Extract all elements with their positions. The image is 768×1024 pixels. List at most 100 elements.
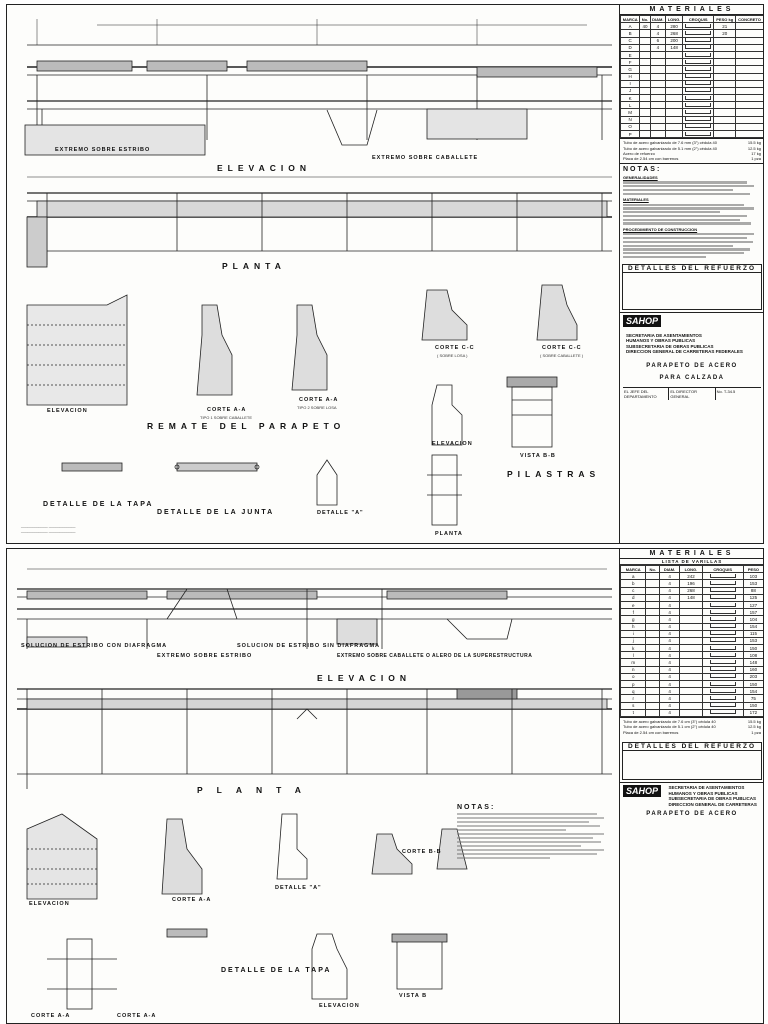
varillas-cell: 154 xyxy=(742,622,763,631)
varillas-cell: o xyxy=(619,672,647,682)
varillas-cell: 268 xyxy=(679,586,703,595)
materiales-cell xyxy=(734,36,763,45)
varillas-summary-line: Tubo de acero galvanizado de 7.6 cm (3")… xyxy=(623,718,761,724)
varillas-cell: 4 xyxy=(658,708,681,717)
sheet2-drawing-area: SOLUCION DE ESTRIBO CON DIAFRAGMA EXTREM… xyxy=(7,549,617,1023)
varillas-cell: 150 xyxy=(742,701,763,710)
materiales-cell xyxy=(713,43,736,52)
materiales-cell: P xyxy=(619,129,641,139)
materiales-row: F xyxy=(619,58,763,67)
varillas-cell xyxy=(645,572,660,581)
detalles-refuerzo-box-2: DETALLES DEL REFUERZO xyxy=(622,742,762,781)
varillas-cell xyxy=(645,672,660,682)
label-corte-aa-bottom: CORTE A-A xyxy=(31,1013,71,1019)
materiales-header-cell: DIAM. xyxy=(649,14,667,24)
varillas-cell xyxy=(701,629,744,638)
varillas-cell: 4 xyxy=(658,629,681,638)
materiales-cell xyxy=(682,122,715,132)
label-detalle-a: DETALLE "A" xyxy=(317,510,364,516)
materiales-cell xyxy=(665,94,684,103)
notas-sub-generalidades: GENERALIDADES xyxy=(623,174,658,180)
varillas-cell xyxy=(645,593,660,602)
materiales-cell: G xyxy=(619,65,641,74)
materiales-cell xyxy=(665,108,684,117)
materiales-cell xyxy=(665,86,684,96)
project-title-2: PARAPETO DE ACERO xyxy=(646,811,738,818)
materiales-cell xyxy=(734,94,763,103)
varillas-cell xyxy=(645,579,660,588)
label-detalle-tapa-s2: DETALLE DE LA TAPA xyxy=(221,967,332,974)
varillas-cell: 104 xyxy=(742,615,763,624)
notas-block: NOTAS: GENERALIDADES MATERIALES PROCEDIM… xyxy=(620,162,763,262)
label-corte-aa-2: CORTE A-A xyxy=(299,397,339,403)
materiales-cell xyxy=(682,72,715,81)
varillas-cell xyxy=(679,615,703,624)
varillas-cell xyxy=(645,665,660,674)
notas-sub-materiales: MATERIALES xyxy=(623,196,649,202)
varillas-cell: 196 xyxy=(679,579,703,588)
materiales-cell xyxy=(639,94,651,103)
materiales-cell xyxy=(682,79,715,88)
varillas-cell: s xyxy=(619,701,647,710)
varillas-cell xyxy=(701,644,744,653)
materiales-header-cell: MARCA xyxy=(619,14,641,24)
materiales-cell xyxy=(734,58,763,67)
varillas-cell xyxy=(645,615,660,624)
label-extremo-caballete: EXTREMO SOBRE CABALLETE xyxy=(372,155,479,161)
materiales-cell xyxy=(682,94,715,103)
sheet1-drawing-area: EXTREMO SOBRE ESTRIBO ELEVACION EXTREMO … xyxy=(7,5,617,543)
materiales-cell: 40 xyxy=(639,22,651,31)
footer-director: EL DIRECTOR GENERAL xyxy=(669,387,716,400)
label-corte-cc-1: CORTE C-C xyxy=(435,345,475,351)
sahop-logo-2: SAHOP xyxy=(623,785,662,798)
varillas-cell: 75 xyxy=(742,694,763,703)
varillas-cell: 103 xyxy=(742,572,763,581)
materiales-row: K xyxy=(619,94,763,103)
varillas-cell xyxy=(701,615,744,624)
varillas-cell xyxy=(701,672,744,682)
varillas-cell: m xyxy=(619,658,647,667)
varillas-cell: 4 xyxy=(658,665,681,674)
signature-block: ____________ ________________________ __… xyxy=(21,523,76,533)
notas-block-2 xyxy=(620,736,763,740)
materiales-cell xyxy=(649,79,667,88)
varillas-cell: 4 xyxy=(658,586,681,595)
sheet2-linework xyxy=(17,568,612,1010)
notas-sub-procedimiento: PROCEDIMIENTO DE CONSTRUCCION xyxy=(623,226,698,232)
label-corte-aa-bottom-2: CORTE A-A xyxy=(117,1013,157,1019)
sahop-logo: SAHOP xyxy=(623,314,662,327)
varillas-cell: 4 xyxy=(658,636,681,646)
materiales-cell: A xyxy=(619,22,641,31)
varillas-cell: 4 xyxy=(658,672,681,682)
varillas-cell: c xyxy=(619,586,647,595)
varillas-cell xyxy=(701,600,744,610)
materiales-cell: I xyxy=(619,79,641,88)
varillas-cell: i xyxy=(619,629,647,638)
materiales-cell xyxy=(649,115,667,124)
materiales-cell xyxy=(682,29,715,38)
varillas-cell xyxy=(645,600,660,610)
materiales-cell: 148 xyxy=(665,43,684,52)
varillas-cell: d xyxy=(619,593,647,602)
label-corte-aa-s2: CORTE A-A xyxy=(172,897,212,903)
materiales-cell xyxy=(734,129,763,139)
materiales-cell xyxy=(734,86,763,96)
materiales-cell: J xyxy=(619,86,641,96)
materiales-cell xyxy=(649,72,667,81)
materiales-cell xyxy=(734,29,763,38)
project-subtitle: PARA CALZADA xyxy=(659,374,725,381)
materiales-row: N xyxy=(619,115,763,124)
varillas-cell xyxy=(679,608,703,617)
org-name: SECRETARIA DE ASENTAMIENTOS HUMANOS Y OB… xyxy=(626,332,743,355)
varillas-header-cell: No. xyxy=(645,564,660,574)
varillas-cell xyxy=(645,708,660,717)
varillas-cell: 242 xyxy=(679,572,703,581)
